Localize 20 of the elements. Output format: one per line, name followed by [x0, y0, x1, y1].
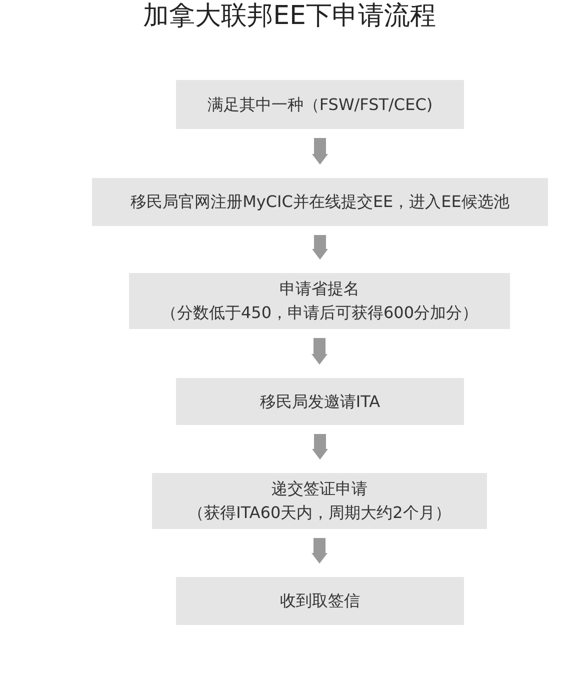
process-box: [129, 273, 510, 329]
step-text: 移民局发邀请ITA: [260, 390, 380, 412]
arrow: [312, 338, 328, 365]
step-heading: 递交签证申请: [272, 478, 368, 500]
process-box: [176, 577, 464, 625]
step-note: （分数低于450，申请后可获得600分加分）: [160, 302, 478, 324]
step-text: 满足其中一种（FSW/FST/CEC): [207, 94, 433, 116]
process-box: [92, 178, 548, 226]
process-box: [176, 378, 464, 425]
process-box: [176, 80, 464, 129]
title: 加拿大联邦EE下申请流程: [142, 0, 437, 33]
step-text: 移民局官网注册MyCIC并在线提交EE，进入EE候选池: [130, 191, 510, 213]
process-box: [152, 473, 487, 529]
step-heading: 申请省提名: [280, 278, 360, 300]
arrow: [312, 538, 328, 564]
step-note: （获得ITA60天内，周期大约2个月）: [188, 502, 451, 524]
arrow: [312, 434, 328, 460]
step-text: 收到取签信: [280, 590, 360, 612]
arrow: [312, 235, 328, 260]
arrow: [312, 138, 328, 165]
